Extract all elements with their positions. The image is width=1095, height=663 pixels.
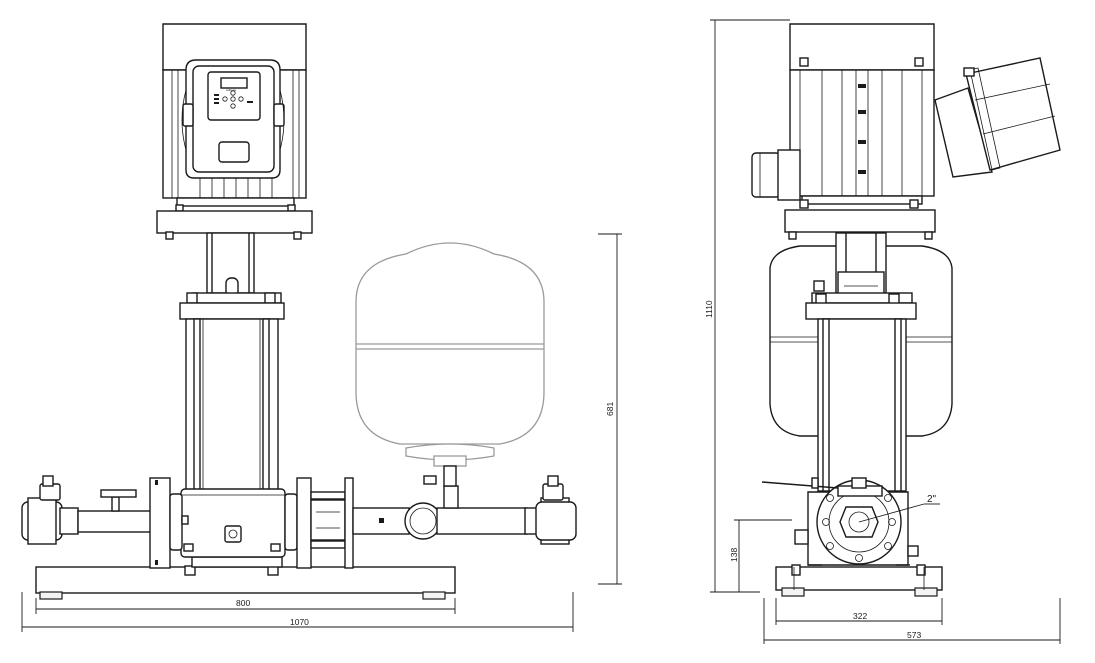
dim-label-573: 573 bbox=[907, 630, 921, 640]
dim-label-322: 322 bbox=[853, 611, 867, 621]
dim-label-138: 138 bbox=[729, 548, 739, 562]
dim-front-height: 681 bbox=[598, 233, 622, 585]
side-controller bbox=[934, 57, 1061, 178]
dim-side-base-width: 322 bbox=[775, 598, 943, 625]
dim-label-681: 681 bbox=[605, 402, 615, 416]
dim-label-1110: 1110 bbox=[704, 300, 714, 318]
dim-front-overall-width: 1070 bbox=[21, 592, 574, 632]
controller-brand-label: Aditeas bbox=[226, 88, 237, 92]
front-base-frame bbox=[35, 556, 456, 600]
front-view: Aditeas bbox=[21, 23, 577, 600]
side-view: 2" bbox=[751, 23, 1061, 597]
side-base-frame bbox=[775, 564, 943, 597]
front-lantern bbox=[179, 232, 285, 320]
front-discharge-pipe bbox=[284, 475, 577, 569]
pipe-size-callout: 2" bbox=[858, 494, 940, 523]
dim-side-outlet-height: 138 bbox=[729, 519, 792, 593]
side-lantern bbox=[805, 232, 917, 320]
dim-front-base-width: 800 bbox=[35, 598, 456, 614]
front-pump-base bbox=[180, 488, 286, 558]
dim-label-800: 800 bbox=[236, 598, 250, 608]
front-controller: Aditeas bbox=[181, 59, 285, 179]
dim-side-overall-depth: 573 bbox=[763, 598, 1061, 644]
side-pump-body bbox=[817, 318, 907, 492]
pipe-size-label: 2" bbox=[927, 494, 937, 505]
side-motor bbox=[751, 23, 936, 240]
front-suction-pipe bbox=[21, 475, 189, 569]
front-expansion-tank bbox=[355, 242, 545, 487]
front-pump-body bbox=[185, 318, 279, 492]
dim-label-1070: 1070 bbox=[290, 617, 309, 627]
dimension-lines: 800 1070 681 1110 138 bbox=[21, 19, 1061, 644]
